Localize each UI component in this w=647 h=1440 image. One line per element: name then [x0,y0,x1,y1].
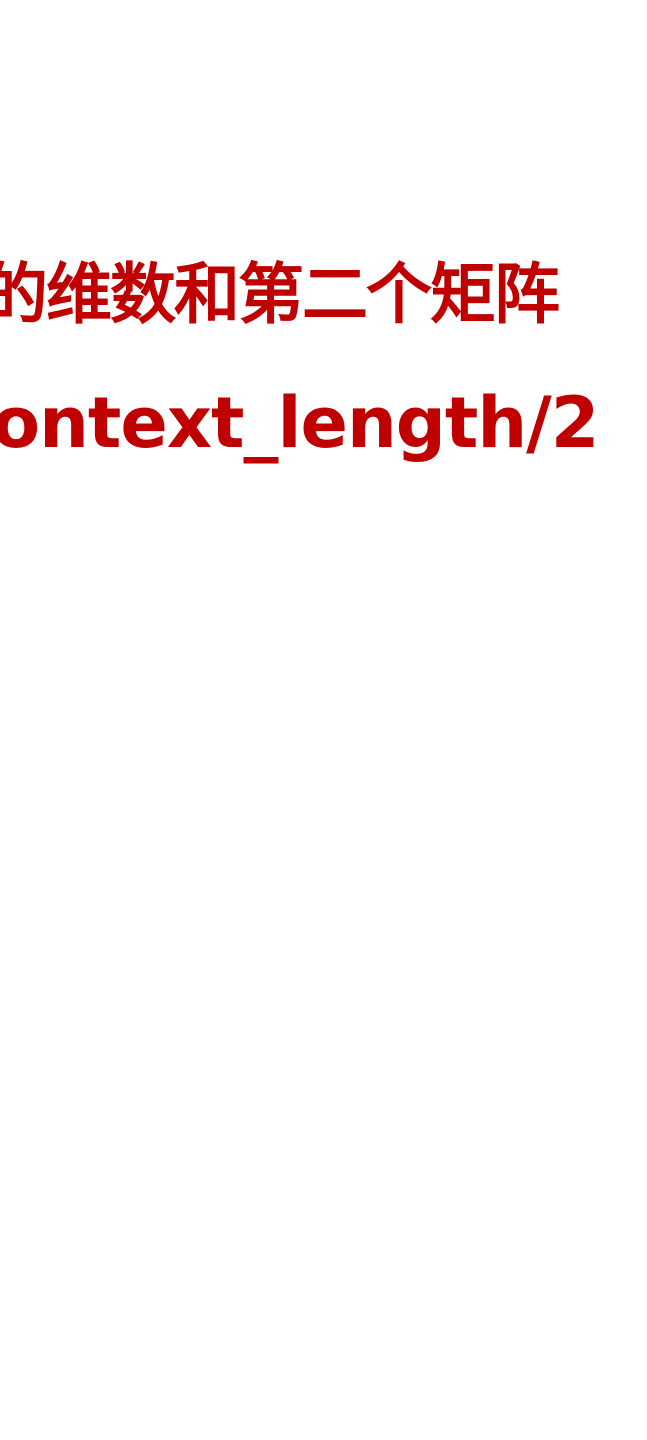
heading-line-formula: ontext_length/2 [0,382,599,464]
heading-line-chinese: 的维数和第二个矩阵 [0,256,560,333]
